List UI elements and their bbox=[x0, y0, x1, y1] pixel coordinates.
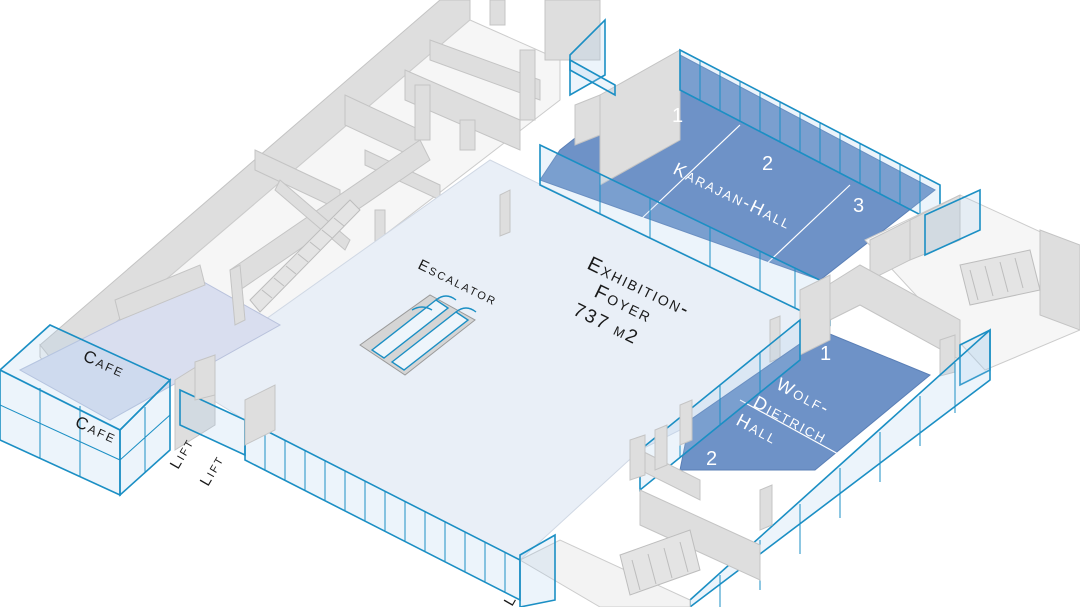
karajan-section-3: 3 bbox=[853, 195, 864, 217]
column bbox=[499, 189, 511, 237]
lift-label-2: Lift bbox=[197, 452, 228, 489]
stair-west bbox=[249, 199, 361, 313]
cafe-area[interactable] bbox=[0, 264, 282, 497]
karajan-hall[interactable] bbox=[539, 48, 941, 327]
east-wing bbox=[819, 188, 1080, 387]
wolf-section-1: 1 bbox=[820, 343, 831, 365]
glass-cube-north bbox=[569, 18, 616, 146]
escalator[interactable] bbox=[359, 294, 477, 376]
south-east-rooms bbox=[518, 399, 773, 607]
wolf-dietrich-hall[interactable] bbox=[639, 274, 991, 607]
karajan-section-2: 2 bbox=[762, 153, 773, 175]
karajan-section-1: 1 bbox=[672, 105, 683, 127]
lift-shafts[interactable] bbox=[174, 354, 246, 457]
lift-label-1: Lift bbox=[167, 435, 198, 472]
wolf-section-2: 2 bbox=[706, 448, 717, 470]
